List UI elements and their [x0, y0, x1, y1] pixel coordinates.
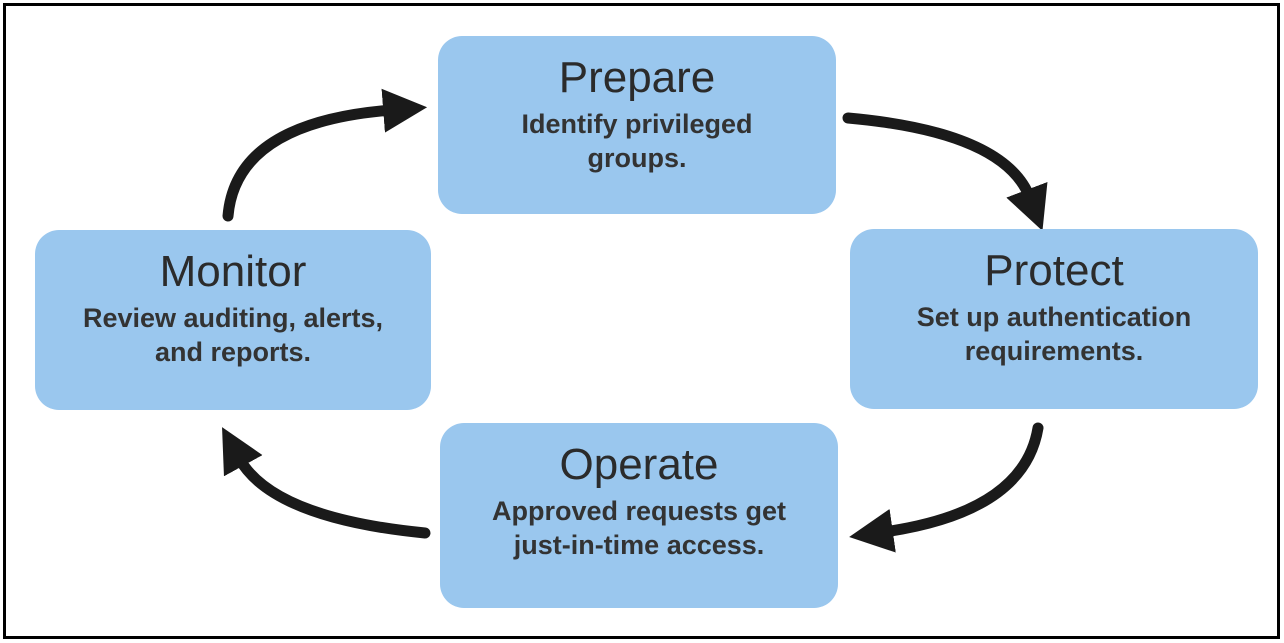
node-operate: Operate Approved requests get just-in-ti… — [440, 423, 838, 608]
node-monitor-title: Monitor — [159, 247, 307, 296]
node-operate-description: Approved requests get just-in-time acces… — [491, 496, 787, 561]
arrow-prepare-to-protect — [842, 112, 1048, 231]
node-operate-title: Operate — [559, 440, 719, 489]
node-monitor-description: Review auditing, alerts, and reports. — [82, 303, 384, 368]
node-monitor: Monitor Review auditing, alerts, and rep… — [35, 230, 431, 410]
node-prepare-description: Identify privileged groups. — [521, 109, 753, 174]
arrow-protect-to-operate — [849, 422, 1044, 553]
node-prepare-title: Prepare — [558, 53, 716, 102]
node-protect-description: Set up authentication requirements. — [916, 302, 1192, 367]
arrow-monitor-to-prepare — [222, 88, 428, 222]
node-protect-title: Protect — [984, 246, 1124, 295]
arrow-operate-to-monitor — [222, 427, 431, 539]
node-prepare: Prepare Identify privileged groups. — [438, 36, 836, 214]
node-protect: Protect Set up authentication requiremen… — [850, 229, 1258, 409]
